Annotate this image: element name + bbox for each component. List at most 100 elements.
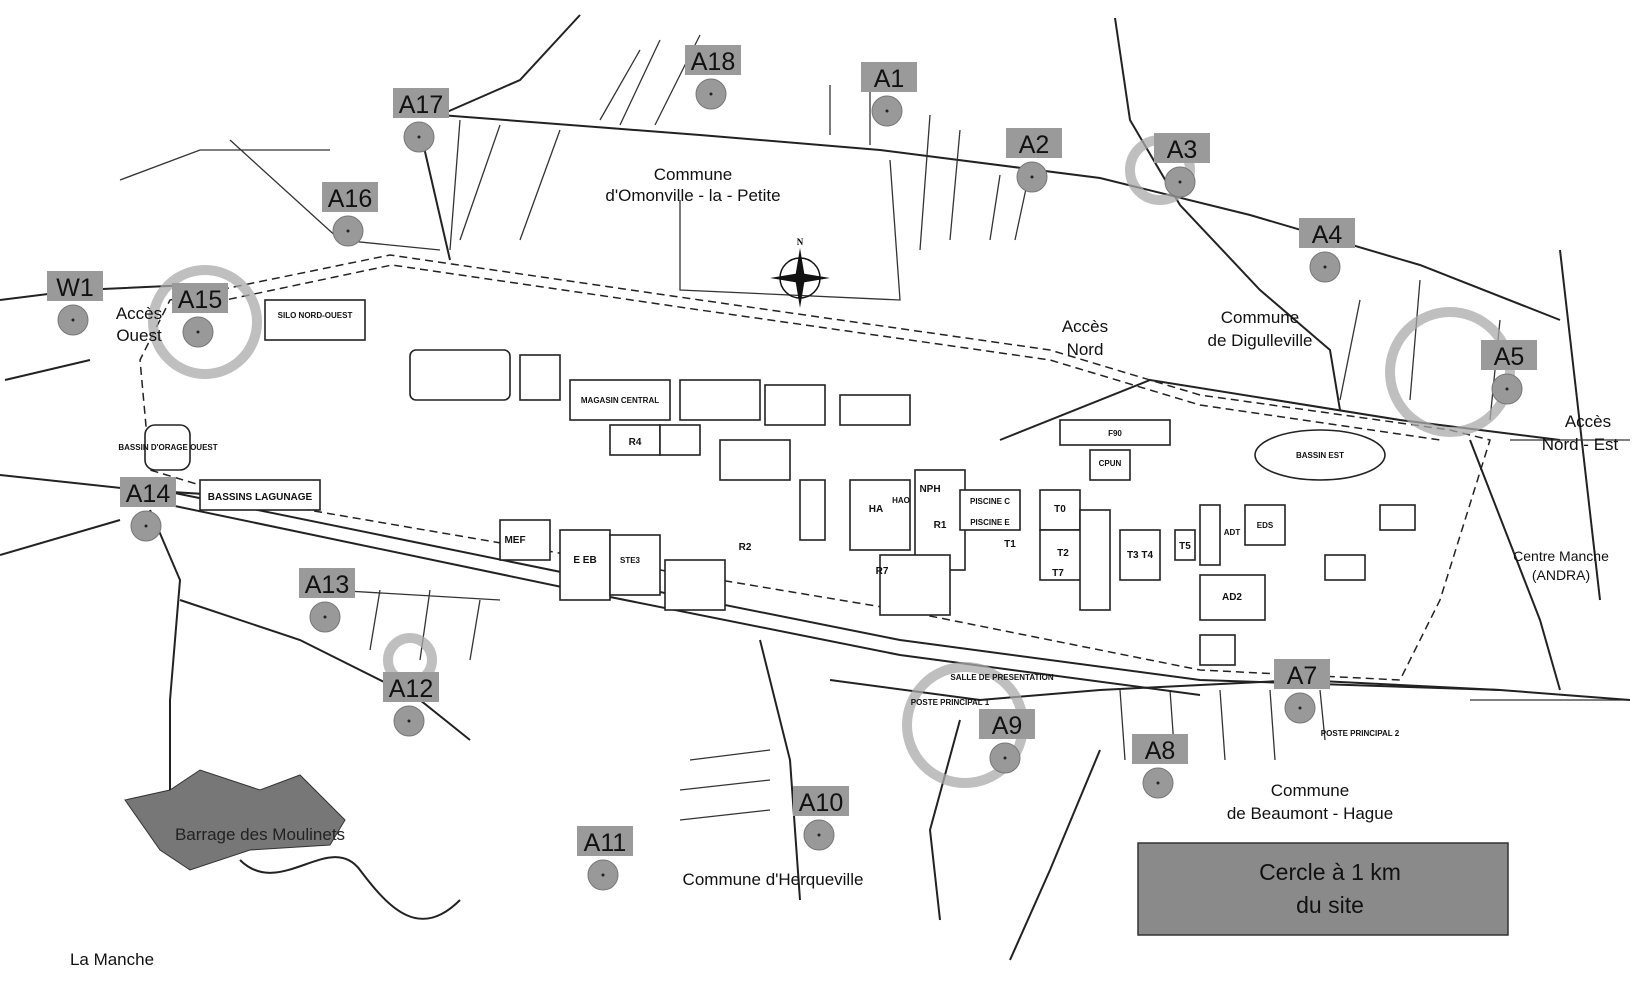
label-la-manche: La Manche	[70, 950, 154, 969]
station-label-box	[47, 271, 103, 301]
label-digulleville: Commune	[1221, 308, 1299, 327]
label-r4: R4	[629, 437, 642, 448]
label-r2: R2	[739, 542, 752, 553]
label-piscine-c: PISCINE C	[970, 497, 1010, 506]
station-a4: A4	[1299, 218, 1355, 283]
station-label-box	[685, 45, 741, 75]
station-label: A11	[584, 829, 627, 857]
station-label: A9	[992, 712, 1023, 740]
station-center-dot	[1178, 180, 1182, 184]
station-label-box	[383, 672, 439, 702]
station-center-dot	[885, 109, 889, 113]
label-silo: SILO NORD-OUEST	[278, 311, 353, 320]
label-beaumont: Commune	[1271, 781, 1349, 800]
station-label: A5	[1494, 343, 1525, 371]
station-label-box	[1006, 128, 1062, 158]
label-acces-nord-2: Nord	[1067, 340, 1104, 359]
label-r1: R1	[934, 520, 947, 531]
legend-line-2: du site	[1296, 892, 1364, 918]
label-t7: T7	[1052, 568, 1064, 579]
station-label: A7	[1287, 662, 1318, 690]
legend-line-1: Cercle à 1 km	[1259, 859, 1401, 885]
station-a8: A8	[1132, 734, 1188, 799]
label-acces-ouest: Accès	[116, 304, 162, 323]
station-center-dot	[144, 524, 148, 528]
label-acces-nord: Accès	[1062, 317, 1108, 336]
station-label-box	[393, 88, 449, 118]
station-center-dot	[407, 719, 411, 723]
station-label: A4	[1312, 221, 1343, 249]
station-center-dot	[417, 135, 421, 139]
compass-north-label: N	[797, 237, 804, 247]
station-a18: A18	[685, 45, 741, 110]
label-omonville-2: d'Omonville - la - Petite	[605, 186, 780, 205]
label-t0: T0	[1054, 504, 1066, 515]
label-r7: R7	[876, 566, 889, 577]
label-bassin-orage: BASSIN D'ORAGE OUEST	[118, 443, 217, 452]
label-ad2: AD2	[1222, 592, 1242, 603]
compass-icon: N	[770, 237, 830, 308]
station-label: A17	[399, 91, 443, 119]
label-cpun: CPUN	[1099, 459, 1122, 468]
label-poste-2: POSTE PRINCIPAL 2	[1321, 729, 1400, 738]
site-buildings	[144, 299, 1416, 666]
station-center-dot	[709, 92, 713, 96]
station-label-box	[577, 826, 633, 856]
label-t2: T2	[1057, 548, 1069, 559]
label-piscine-e: PISCINE E	[970, 518, 1010, 527]
station-a13: A13	[299, 568, 355, 633]
station-a12: A12	[383, 672, 439, 737]
label-adt: ADT	[1224, 528, 1241, 537]
station-label: A3	[1167, 136, 1198, 164]
station-label-box	[1274, 659, 1330, 689]
station-w1: W1	[47, 271, 103, 336]
station-label-box	[979, 709, 1035, 739]
label-bassins-lagunage: BASSINS LAGUNAGE	[208, 492, 313, 503]
station-label: A13	[305, 571, 349, 599]
station-a14: A14	[120, 477, 176, 542]
label-hao: HAO	[892, 496, 910, 505]
station-a2: A2	[1006, 128, 1062, 193]
station-label-box	[1154, 133, 1210, 163]
station-label: A18	[691, 48, 735, 76]
label-magasin: MAGASIN CENTRAL	[581, 396, 659, 405]
station-label-box	[793, 786, 849, 816]
label-beaumont-2: de Beaumont - Hague	[1227, 804, 1393, 823]
label-bassin-est: BASSIN EST	[1296, 451, 1344, 460]
label-eds: EDS	[1257, 521, 1274, 530]
station-a17: A17	[393, 88, 449, 153]
label-mef: MEF	[504, 535, 525, 546]
station-center-dot	[1298, 706, 1302, 710]
label-digulleville-2: de Digulleville	[1208, 331, 1313, 350]
site-perimeter	[139, 254, 1631, 701]
label-nph: NPH	[919, 484, 940, 495]
station-center-dot	[1030, 175, 1034, 179]
station-label: A8	[1145, 737, 1176, 765]
station-a3: A3	[1154, 133, 1210, 198]
station-label: A2	[1019, 131, 1050, 159]
station-label-box	[1481, 340, 1537, 370]
station-label-box	[1132, 734, 1188, 764]
station-center-dot	[346, 229, 350, 233]
label-poste-1: POSTE PRINCIPAL 1	[911, 698, 990, 707]
label-acces-nord-est: Accès	[1565, 412, 1611, 431]
station-label-box	[172, 283, 228, 313]
label-f90: F90	[1108, 429, 1122, 438]
station-label-box	[120, 477, 176, 507]
station-center-dot	[1323, 265, 1327, 269]
station-a1: A1	[861, 62, 917, 127]
label-ste3: STE3	[620, 556, 641, 565]
station-a16: A16	[322, 182, 378, 247]
label-t5: T5	[1179, 541, 1191, 552]
label-ha: HA	[869, 504, 883, 515]
station-label-box	[861, 62, 917, 92]
station-center-dot	[196, 330, 200, 334]
station-center-dot	[1003, 756, 1007, 760]
station-a15: A15	[172, 283, 228, 348]
label-andra-2: (ANDRA)	[1532, 567, 1590, 583]
label-eb: E EB	[573, 555, 596, 566]
barrage-lake	[124, 769, 346, 871]
station-label: A10	[799, 789, 843, 817]
